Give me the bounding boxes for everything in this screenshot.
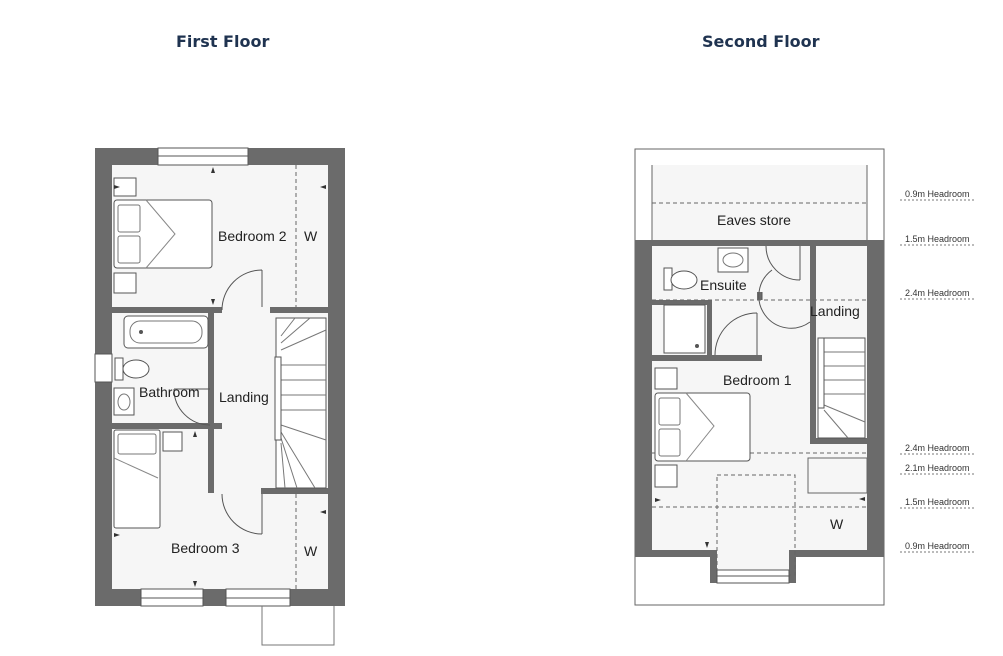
headroom-label: 0.9m Headroom [905, 189, 970, 199]
pillow [117, 204, 141, 233]
position-markers [655, 497, 865, 548]
stair-handrail [274, 356, 282, 441]
bath-basin [129, 320, 203, 344]
room-label-ensuite: Ensuite [700, 277, 747, 293]
toilet-bowl [670, 270, 698, 290]
second-floor-title: Second Floor [702, 32, 820, 51]
bed-sheet-fold [145, 199, 176, 269]
porch-outline [261, 606, 335, 646]
headroom-label: 1.5m Headroom [905, 497, 970, 507]
room-label-eaves-store: Eaves store [717, 212, 791, 228]
room-label-wardrobe: W [830, 516, 844, 532]
room-label-wardrobe: W [304, 543, 318, 559]
bedside-table [654, 464, 678, 488]
first-floor-title: First Floor [176, 32, 270, 51]
bedside-table [654, 367, 678, 390]
stair-treads [280, 317, 327, 489]
stair-treads [823, 351, 866, 439]
room-label-landing: Landing [219, 389, 269, 405]
room-label-bathroom: Bathroom [139, 384, 200, 400]
wardrobe-box [807, 457, 868, 494]
second-floor-plan: Eaves store Ensuite Landing Bedroom 1 W … [634, 148, 975, 606]
headroom-label: 2.4m Headroom [905, 443, 970, 453]
pillow [658, 397, 681, 426]
bedside-table [162, 431, 183, 452]
room-label-bedroom3: Bedroom 3 [171, 540, 240, 556]
window-bathroom [94, 353, 113, 383]
headroom-label: 2.4m Headroom [905, 288, 970, 298]
headroom-label: 0.9m Headroom [905, 541, 970, 551]
second-floor-internal-walls [652, 246, 867, 444]
headroom-annotations: 0.9m Headroom 1.5m Headroom 2.4m Headroo… [900, 189, 975, 553]
room-label-bedroom2: Bedroom 2 [218, 228, 287, 244]
bedside-table [113, 272, 137, 294]
pillow [658, 428, 681, 457]
toilet-cistern [114, 357, 124, 381]
toilet-bowl [122, 359, 150, 379]
first-floor-internal-walls [112, 307, 328, 494]
first-floor-plan: Bedroom 2 W Bathroom Landing Bedroom 3 W [94, 147, 345, 646]
room-label-wardrobe: W [304, 228, 318, 244]
room-label-bedroom1: Bedroom 1 [723, 372, 792, 388]
staircase [275, 317, 327, 489]
door-swings [714, 245, 811, 356]
room-label-landing: Landing [810, 303, 860, 319]
pillow [117, 433, 157, 455]
door-swings [173, 269, 263, 535]
headroom-label: 2.1m Headroom [905, 463, 970, 473]
headroom-label: 1.5m Headroom [905, 234, 970, 244]
position-markers [114, 167, 326, 587]
staircase [817, 337, 866, 439]
pillow [117, 235, 141, 264]
